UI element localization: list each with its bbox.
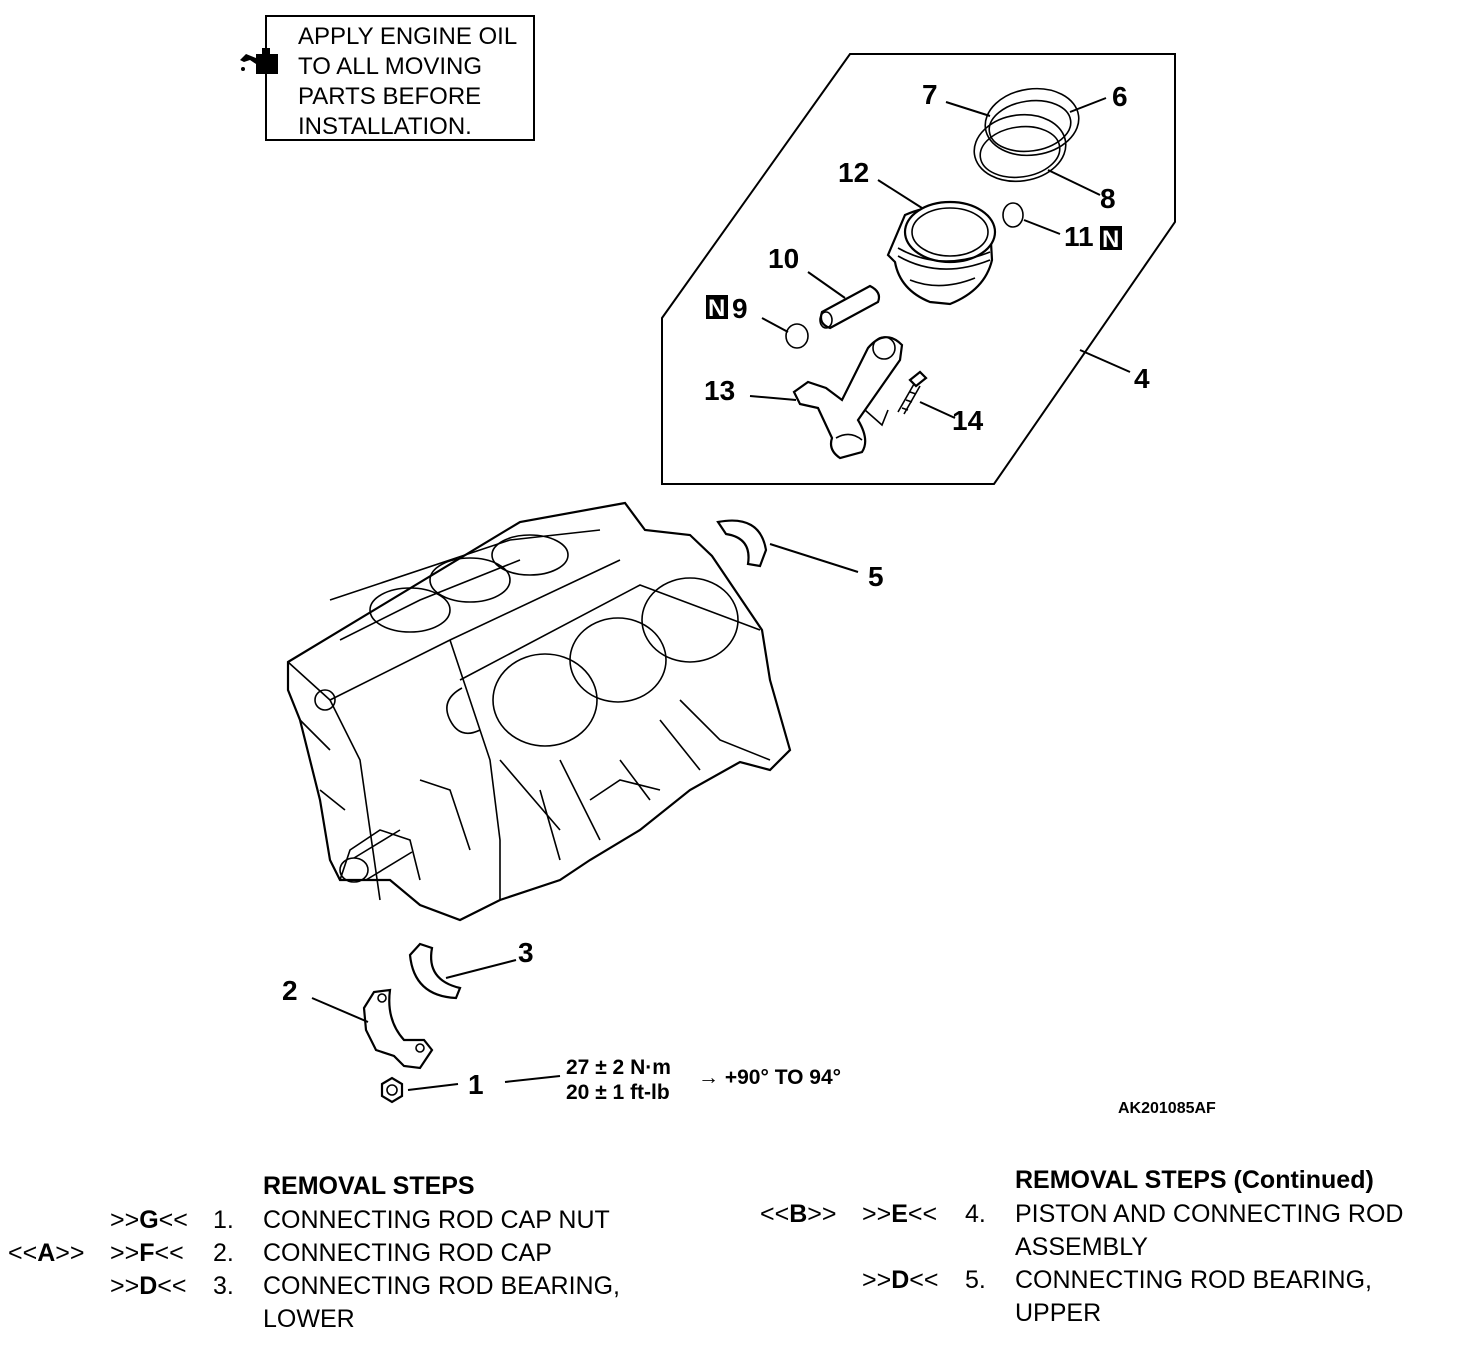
torque-angle: → +90° TO 94° (698, 1066, 841, 1089)
piston (886, 200, 997, 306)
callout-5: 5 (868, 561, 884, 592)
leader-lines (311, 97, 1131, 1091)
callout-7: 7 (922, 79, 938, 110)
step-4-ref: <<B>> (760, 1200, 837, 1228)
oil-note-line-4: INSTALLATION. (298, 113, 472, 140)
step-4-text-line-2: ASSEMBLY (1015, 1233, 1148, 1261)
step-2-mark: >>F<< (110, 1239, 184, 1267)
bearing-lower (408, 942, 462, 1000)
callout-4: 4 (1134, 363, 1150, 394)
oil-note-line-1: APPLY ENGINE OIL (298, 23, 517, 50)
callout-10: 10 (768, 243, 799, 274)
exploded-diagram: APPLY ENGINE OIL TO ALL MOVING PARTS BEF… (240, 15, 1216, 1117)
step-5-num: 5. (965, 1266, 986, 1294)
removal-steps-right: REMOVAL STEPS (Continued) <<B>> >>E<< 4.… (740, 1164, 1460, 1340)
engine-block (286, 501, 792, 922)
snap-ring-9 (785, 323, 809, 349)
removal-steps-title: REMOVAL STEPS (263, 1172, 475, 1200)
step-5-mark: >>D<< (862, 1266, 939, 1294)
step-4-text-line-1: PISTON AND CONNECTING ROD (1015, 1200, 1404, 1228)
step-4-num: 4. (965, 1200, 986, 1228)
callout-1: 1 (468, 1069, 484, 1100)
new-part-mark-9: N (708, 295, 725, 322)
oil-note: APPLY ENGINE OIL TO ALL MOVING PARTS BEF… (265, 15, 535, 141)
piston-rings (973, 87, 1080, 183)
step-5-text-line-2: UPPER (1015, 1299, 1102, 1327)
callout-8: 8 (1100, 183, 1116, 214)
step-1-mark: >>G<< (110, 1206, 188, 1234)
step-1-text: CONNECTING ROD CAP NUT (263, 1206, 610, 1234)
removal-steps-left: REMOVAL STEPS >>G<< 1. CONNECTING ROD CA… (0, 1170, 700, 1340)
callout-12: 12 (838, 157, 869, 188)
torque-metric: 27 ± 2 N·m (566, 1056, 671, 1079)
new-part-icon-9 (706, 295, 728, 319)
callout-3: 3 (518, 937, 534, 968)
oil-can-icon (240, 48, 278, 74)
oil-note-line-3: PARTS BEFORE (298, 83, 481, 110)
bearing-upper (716, 519, 768, 568)
step-3-text-line-1: CONNECTING ROD BEARING, (263, 1272, 620, 1300)
step-1-num: 1. (213, 1206, 234, 1234)
piston-pin (819, 284, 881, 330)
step-3-mark: >>D<< (110, 1272, 187, 1300)
connecting-rod (792, 336, 904, 460)
new-part-icon-11 (1100, 226, 1122, 250)
step-3-num: 3. (213, 1272, 234, 1300)
step-5-text-line-1: CONNECTING ROD BEARING, (1015, 1266, 1372, 1294)
oil-note-line-2: TO ALL MOVING (298, 53, 482, 80)
figure-id: AK201085AF (1118, 1100, 1216, 1117)
new-part-mark-11: N (1102, 226, 1119, 253)
callout-6: 6 (1112, 81, 1128, 112)
removal-steps-title-continued: REMOVAL STEPS (Continued) (1015, 1166, 1374, 1194)
step-2-text: CONNECTING ROD CAP (263, 1239, 552, 1267)
step-2-num: 2. (213, 1239, 234, 1267)
step-3-text-line-2: LOWER (263, 1305, 355, 1333)
torque-imperial: 20 ± 1 ft-lb (566, 1081, 670, 1104)
callout-2: 2 (282, 975, 298, 1006)
rod-cap (362, 988, 434, 1070)
callout-9: 9 (732, 293, 748, 324)
rod-cap-nut (380, 1076, 404, 1104)
step-2-ref: <<A>> (8, 1239, 85, 1267)
piston-assembly-boundary (661, 53, 1176, 485)
callout-13: 13 (704, 375, 735, 406)
callout-14: 14 (952, 405, 984, 436)
callout-11: 11 (1064, 221, 1094, 252)
rod-bolt (864, 370, 928, 427)
snap-ring-11 (1002, 202, 1024, 228)
step-4-mark: >>E<< (862, 1200, 938, 1228)
